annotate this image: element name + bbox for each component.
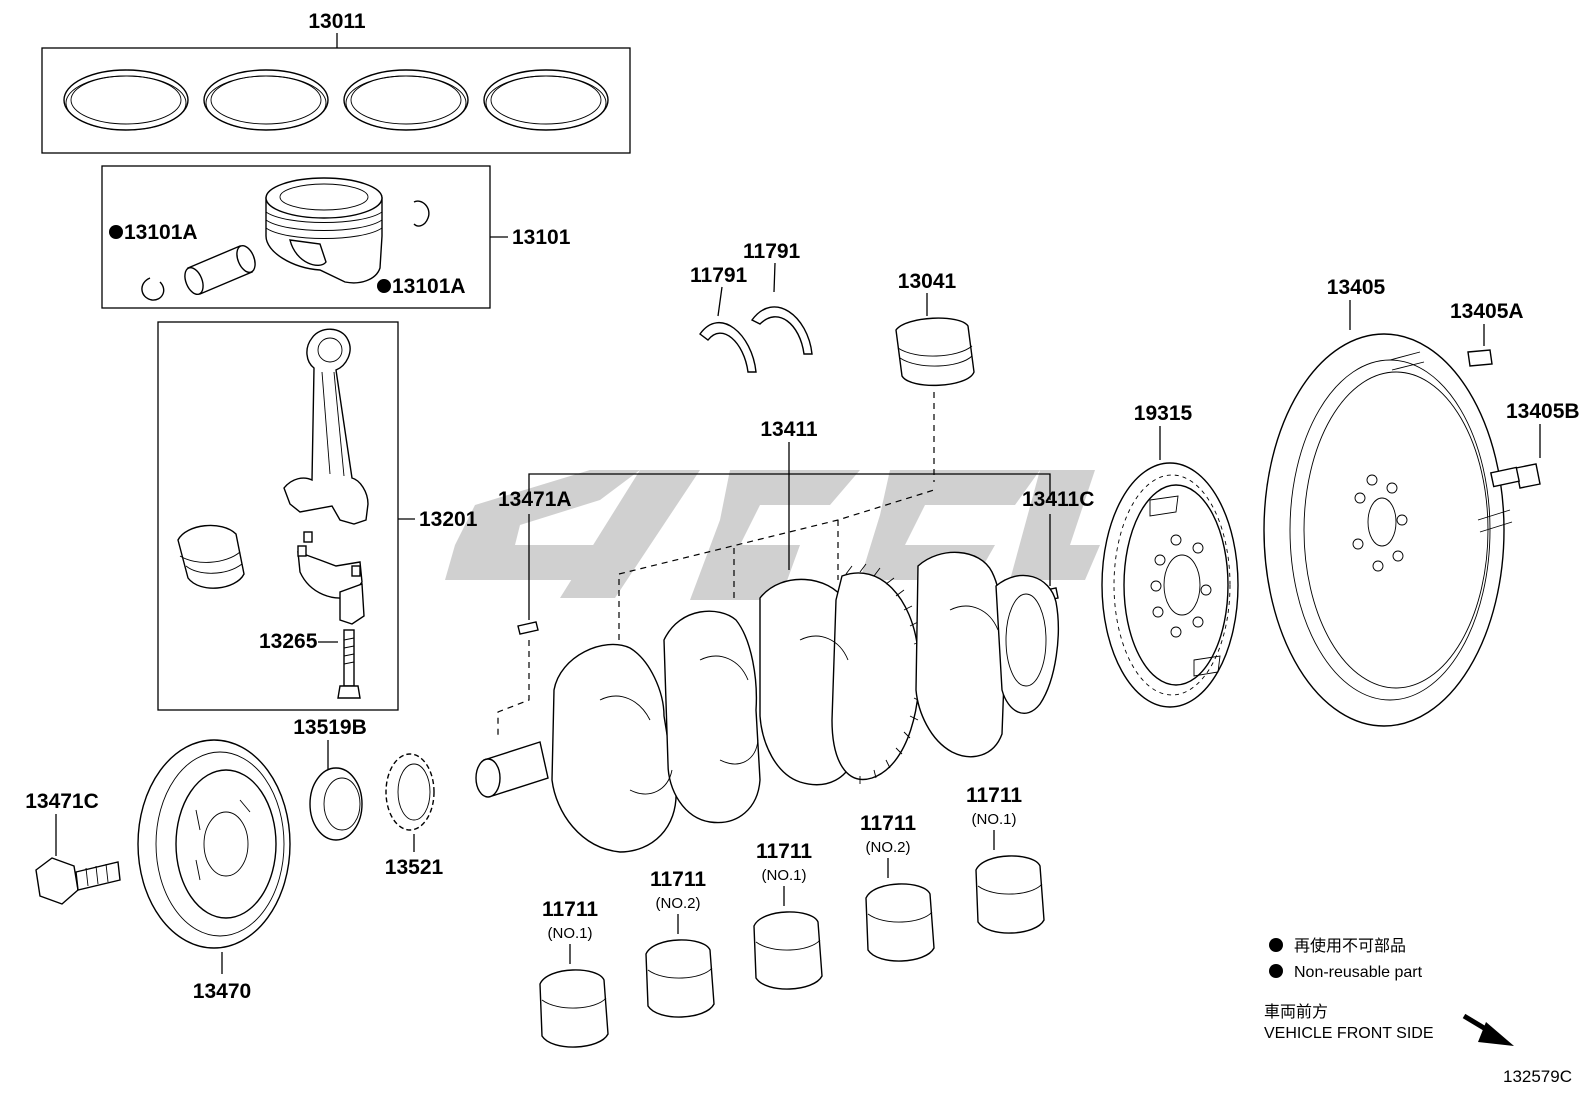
part-number-13411c: 13411C: [1022, 488, 1094, 511]
gear-icon: [385, 753, 435, 831]
front-arrow-icon: [1462, 1013, 1514, 1046]
timing-rotor-19315: 19315: [1101, 402, 1239, 708]
thrust-washers: 11791 11791: [690, 240, 813, 373]
diagram-code: 132579C: [1503, 1067, 1572, 1086]
main-bearing-set: 11711 (NO.1) 11711 (NO.2) 11711 (NO.1) 1…: [539, 784, 1045, 1048]
bearing-part-number: 11711: [650, 868, 706, 891]
main-bearing-1: 11711 (NO.1): [539, 898, 609, 1048]
rod-bolt-icon: [337, 629, 361, 699]
bearing-part-number: 11711: [542, 898, 598, 921]
main-bearing-2: 11711 (NO.2): [645, 868, 715, 1018]
bearing-shell-icon: [895, 317, 975, 386]
part-number-13471c: 13471C: [25, 790, 99, 813]
connecting-rod-box: [157, 321, 399, 711]
sprocket-icon: [309, 767, 363, 841]
pulley-bolt-icon: [35, 857, 121, 905]
bearing-position-label: (NO.1): [762, 867, 807, 884]
part-number-13519b: 13519B: [293, 716, 367, 739]
part-number-13521: 13521: [385, 856, 444, 879]
part-number-13405a: 13405A: [1450, 300, 1524, 323]
crank-key-icon: [517, 621, 539, 635]
part-number-13201: 13201: [419, 508, 478, 531]
front-label-japanese: 車両前方: [1264, 1003, 1328, 1021]
crankshaft-icon: [475, 551, 1059, 853]
flywheel-13405: 13405 13405A 13405B: [1263, 276, 1580, 727]
pulley-bolt-13471c: 13471C: [25, 790, 121, 905]
part-number-13405b: 13405B: [1506, 400, 1580, 423]
watermark-logo: [445, 470, 1100, 600]
bearing-part-number: 11711: [860, 812, 916, 835]
rod-bearing-icon: [177, 524, 245, 589]
flywheel-bolt-icon: [1489, 463, 1541, 489]
non-reusable-dot: [377, 279, 391, 293]
vehicle-front-indicator: 車両前方 VEHICLE FRONT SIDE: [1264, 1003, 1514, 1046]
part-number-13411: 13411: [760, 418, 818, 441]
timing-rotor-icon: [1101, 462, 1239, 708]
crank-pulley-13470: 13470: [137, 739, 291, 1003]
part-number-13041: 13041: [898, 270, 957, 293]
bearing-part-number: 11711: [966, 784, 1022, 807]
part-number-13101a-right: 13101A: [392, 275, 466, 298]
front-label-english: VEHICLE FRONT SIDE: [1264, 1025, 1434, 1042]
sprocket-13519b: 13519B: [293, 716, 367, 841]
part-number-11791-right: 11791: [743, 240, 801, 263]
part-number-13405: 13405: [1327, 276, 1386, 299]
part-number-13265: 13265: [259, 630, 318, 653]
part-number-13101: 13101: [512, 226, 571, 249]
piston-ring-icon: [63, 69, 609, 131]
sprocket-13521: 13521: [385, 753, 444, 879]
connecting-rod-icon: [283, 328, 369, 625]
connecting-rod-subassembly: 13201 13265: [157, 321, 478, 711]
piston-subassembly: 13101 13101A 13101A: [101, 165, 571, 309]
non-reusable-dot: [1269, 938, 1283, 952]
part-number-13101a-left: 13101A: [124, 221, 198, 244]
flywheel-icon: [1263, 333, 1513, 727]
part-number-13470: 13470: [193, 980, 251, 1003]
non-reusable-dot: [1269, 964, 1283, 978]
snap-ring-icon: [413, 200, 430, 227]
bearing-position-label: (NO.1): [972, 811, 1017, 828]
bearing-part-number: 11711: [756, 840, 812, 863]
dowel-pin-icon: [1467, 349, 1493, 367]
snap-ring-icon: [141, 277, 165, 301]
legend-english: Non-reusable part: [1294, 964, 1423, 981]
part-number-13011: 13011: [308, 10, 366, 33]
piston-ring-set: 13011: [41, 10, 631, 154]
non-reusable-dot: [109, 225, 123, 239]
part-number-19315: 19315: [1134, 402, 1193, 425]
crank-bearing-13041: 13041: [895, 270, 975, 482]
main-bearing-4: 11711 (NO.2): [860, 812, 935, 962]
bearing-position-label: (NO.2): [866, 839, 911, 856]
piston-icon: [265, 177, 383, 284]
legend-japanese: 再使用不可部品: [1294, 937, 1406, 955]
main-bearing-3: 11711 (NO.1): [753, 840, 823, 990]
thrust-washer-icon: [699, 321, 757, 373]
thrust-washer-icon: [750, 306, 813, 355]
piston-pin-icon: [184, 244, 256, 296]
crank-pulley-icon: [137, 739, 291, 949]
bearing-position-label: (NO.1): [548, 925, 593, 942]
part-number-13471a: 13471A: [498, 488, 572, 511]
crankshaft-assembly: 13411 13471A 13411C: [475, 418, 1094, 853]
part-number-11791-left: 11791: [690, 264, 748, 287]
main-bearing-5: 11711 (NO.1): [966, 784, 1045, 934]
legend: 再使用不可部品 Non-reusable part: [1269, 937, 1423, 981]
bearing-position-label: (NO.2): [656, 895, 701, 912]
piston-ring-box: [41, 47, 631, 154]
